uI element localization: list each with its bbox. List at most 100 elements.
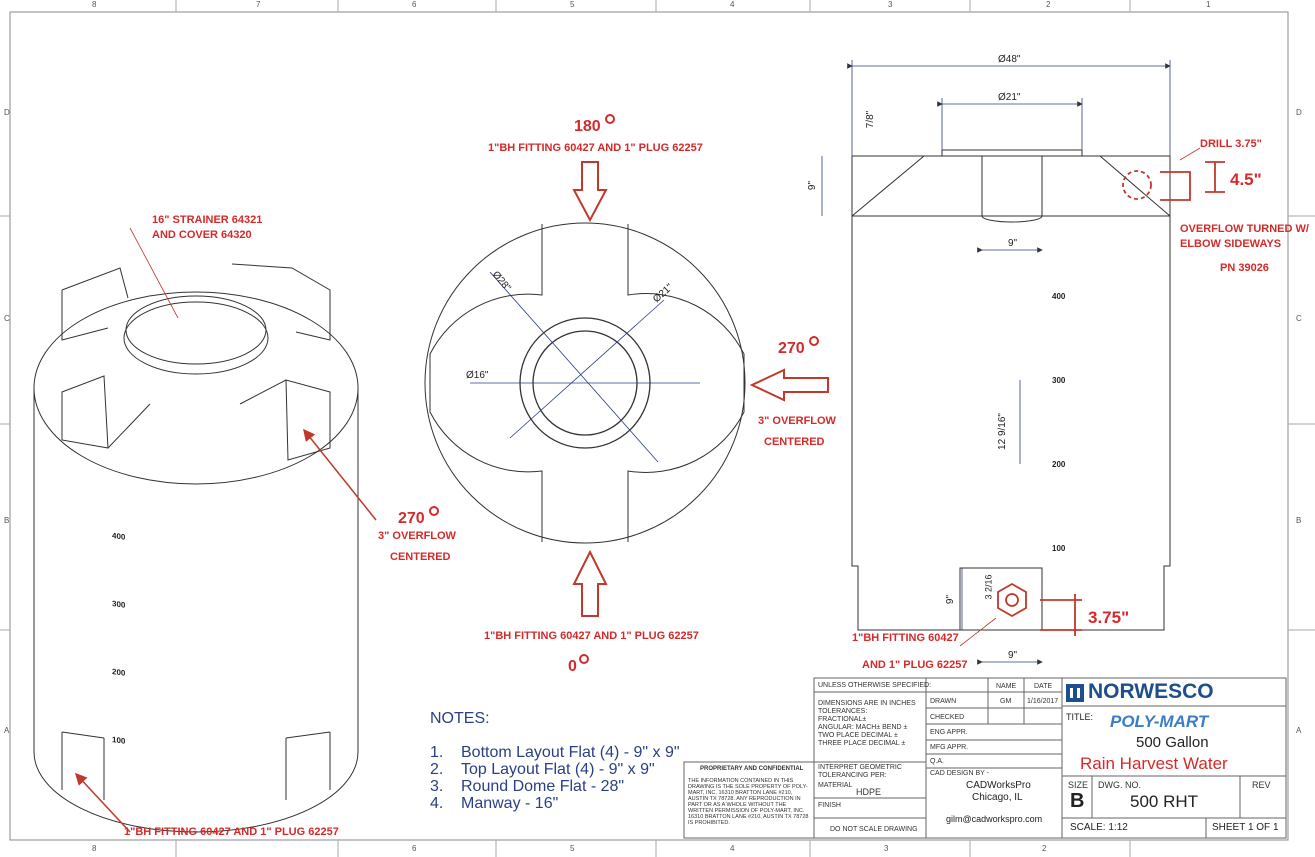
col-label-7: 7 [256, 0, 261, 9]
tb-sheet: SHEET 1 OF 1 [1212, 822, 1279, 833]
side-mark-200: 200 [1052, 460, 1066, 469]
tb-size: B [1070, 790, 1085, 812]
side-mark-300: 300 [1052, 376, 1066, 385]
top-fitting-top: 1"BH FITTING 60427 AND 1" PLUG 62257 [488, 142, 703, 154]
col-label-1: 1 [1206, 0, 1211, 9]
iso-strainer-label: 16" STRAINER 64321 AND COVER 64320 [152, 213, 262, 243]
top-overflow-line1: 3" OVERFLOW [758, 415, 836, 427]
iso-deg-circle-icon [429, 506, 439, 516]
tb-finish-header: FINISH [818, 802, 841, 809]
side-mark-100: 100 [1052, 544, 1066, 553]
col-label-6-bottom: 6 [412, 844, 417, 853]
side-dimensions [821, 60, 1171, 665]
tb-tolerancing: TOLERANCING PER: [818, 772, 887, 779]
note-item: 2.Top Layout Flat (4) - 9" x 9" [430, 761, 680, 778]
tb-title-header: TITLE: [1066, 712, 1094, 722]
note-item: 4. Manway - 16" [430, 795, 680, 812]
note-text: Top Layout Flat (4) - 9" x 9" [461, 761, 655, 778]
tb-two-place: TWO PLACE DECIMAL ± [818, 732, 898, 739]
side-dim-9-bottom: 9" [945, 594, 957, 605]
side-fitting-line1: 1"BH FITTING 60427 [852, 632, 959, 644]
top-deg-270-circle-icon [809, 336, 819, 346]
top-arrows [572, 161, 829, 617]
iso-mark-400: 400 [112, 531, 126, 542]
row-label-d-right: D [1296, 108, 1302, 117]
sheet-border [9, 11, 1289, 841]
note-item: 3. Round Dome Flat - 28" [430, 778, 680, 795]
side-dim-7-8: 7/8" [865, 110, 877, 129]
tb-eng-appr: ENG APPR. [930, 729, 968, 736]
side-overflow-line2: ELBOW SIDEWAYS [1180, 238, 1282, 250]
side-pn-label: PN 39026 [1220, 262, 1269, 274]
top-dim-16: Ø16" [466, 370, 489, 381]
note-text: Bottom Layout Flat (4) - 9" x 9" [461, 744, 680, 761]
side-dim-9-dome: 9" [1008, 238, 1018, 249]
col-label-2-bottom: 2 [1042, 844, 1047, 853]
iso-mark-200: 200 [112, 667, 126, 678]
tb-do-not-scale: DO NOT SCALE DRAWING [830, 826, 918, 833]
col-label-8: 8 [92, 0, 97, 9]
tb-fractional: FRACTIONAL± [818, 716, 867, 723]
row-label-c: C [4, 314, 10, 323]
iso-overflow-deg: 270 [398, 510, 425, 527]
top-deg-0: 0 [568, 658, 577, 675]
tb-dims-note: DIMENSIONS ARE IN INCHES [818, 700, 916, 707]
norwesco-logo-icon [1066, 684, 1084, 702]
row-label-a: A [4, 726, 10, 735]
tb-angular: ANGULAR: MACH± BEND ± [818, 724, 908, 731]
side-overflow-line1: OVERFLOW TURNED W/ [1180, 223, 1309, 235]
iso-mark-300: 300 [112, 599, 126, 610]
tb-unless: UNLESS OTHERWISE SPECIFIED: [818, 682, 932, 689]
iso-overflow-line2: CENTERED [390, 551, 451, 563]
row-label-b-right: B [1296, 516, 1302, 525]
tb-cad-design: CAD DESIGN BY - [930, 770, 989, 777]
iso-overflow-line1: 3" OVERFLOW [378, 530, 456, 542]
tb-title-rain: Rain Harvest Water [1080, 754, 1228, 773]
side-red-marks [959, 147, 1225, 647]
side-dim-9-base: 9" [1008, 650, 1018, 661]
tb-interpret: INTERPRET GEOMETRIC [818, 764, 902, 771]
side-mark-400: 400 [1052, 292, 1066, 301]
tb-rev-header: REV [1252, 780, 1271, 790]
top-deg-180: 180 [574, 118, 601, 135]
col-label-5-bottom: 5 [570, 844, 575, 853]
note-number: 3. [430, 778, 444, 795]
side-dim-mid: 12 9/16" [996, 413, 1008, 450]
tb-material-header: MATERIAL [818, 782, 853, 789]
tb-dwg-number: 500 RHT [1130, 792, 1199, 811]
side-dim-9-top: 9" [807, 180, 819, 191]
tb-drawn-name: GM [1000, 698, 1012, 705]
tb-drawn: DRAWN [930, 698, 957, 705]
top-deg-0-circle-icon [579, 654, 589, 664]
tb-cad-email: gilm@cadworkspro.com [946, 814, 1043, 824]
col-label-2: 2 [1046, 0, 1051, 9]
row-label-d: D [4, 108, 10, 117]
notes-list: 1.Bottom Layout Flat (4) - 9" x 9" 2.Top… [430, 744, 680, 812]
note-number: 4. [430, 795, 444, 812]
iso-fitting-label: 1"BH FITTING 60427 AND 1" PLUG 62257 [124, 826, 339, 838]
title-block [683, 677, 1287, 839]
tb-scale: SCALE: 1:12 [1070, 822, 1128, 833]
col-label-4: 4 [730, 0, 735, 9]
side-view [851, 149, 1171, 631]
note-text: Round Dome Flat - 28" [461, 778, 625, 795]
side-drill-label: DRILL 3.75" [1200, 138, 1262, 150]
tb-qa: Q.A. [930, 758, 945, 765]
tb-name-header: NAME [996, 683, 1017, 690]
side-dim-375: 3.75" [1088, 608, 1130, 627]
side-dim-48: Ø48" [998, 54, 1021, 65]
tb-date-header: DATE [1034, 683, 1053, 690]
iso-strainer-line2: AND COVER 64320 [152, 229, 252, 241]
top-deg-180-circle-icon [605, 114, 615, 124]
tb-three-place: THREE PLACE DECIMAL ± [818, 740, 906, 747]
notes-heading: NOTES: [430, 710, 490, 727]
note-text: Manway - 16" [461, 795, 559, 812]
tb-title-gallon: 500 Gallon [1136, 734, 1209, 751]
top-view [424, 222, 746, 544]
iso-tank [33, 263, 359, 833]
col-label-5: 5 [570, 0, 575, 9]
tb-cad-city: Chicago, IL [972, 792, 1023, 803]
tb-checked: CHECKED [930, 714, 965, 721]
tb-size-header: SIZE [1068, 780, 1089, 790]
